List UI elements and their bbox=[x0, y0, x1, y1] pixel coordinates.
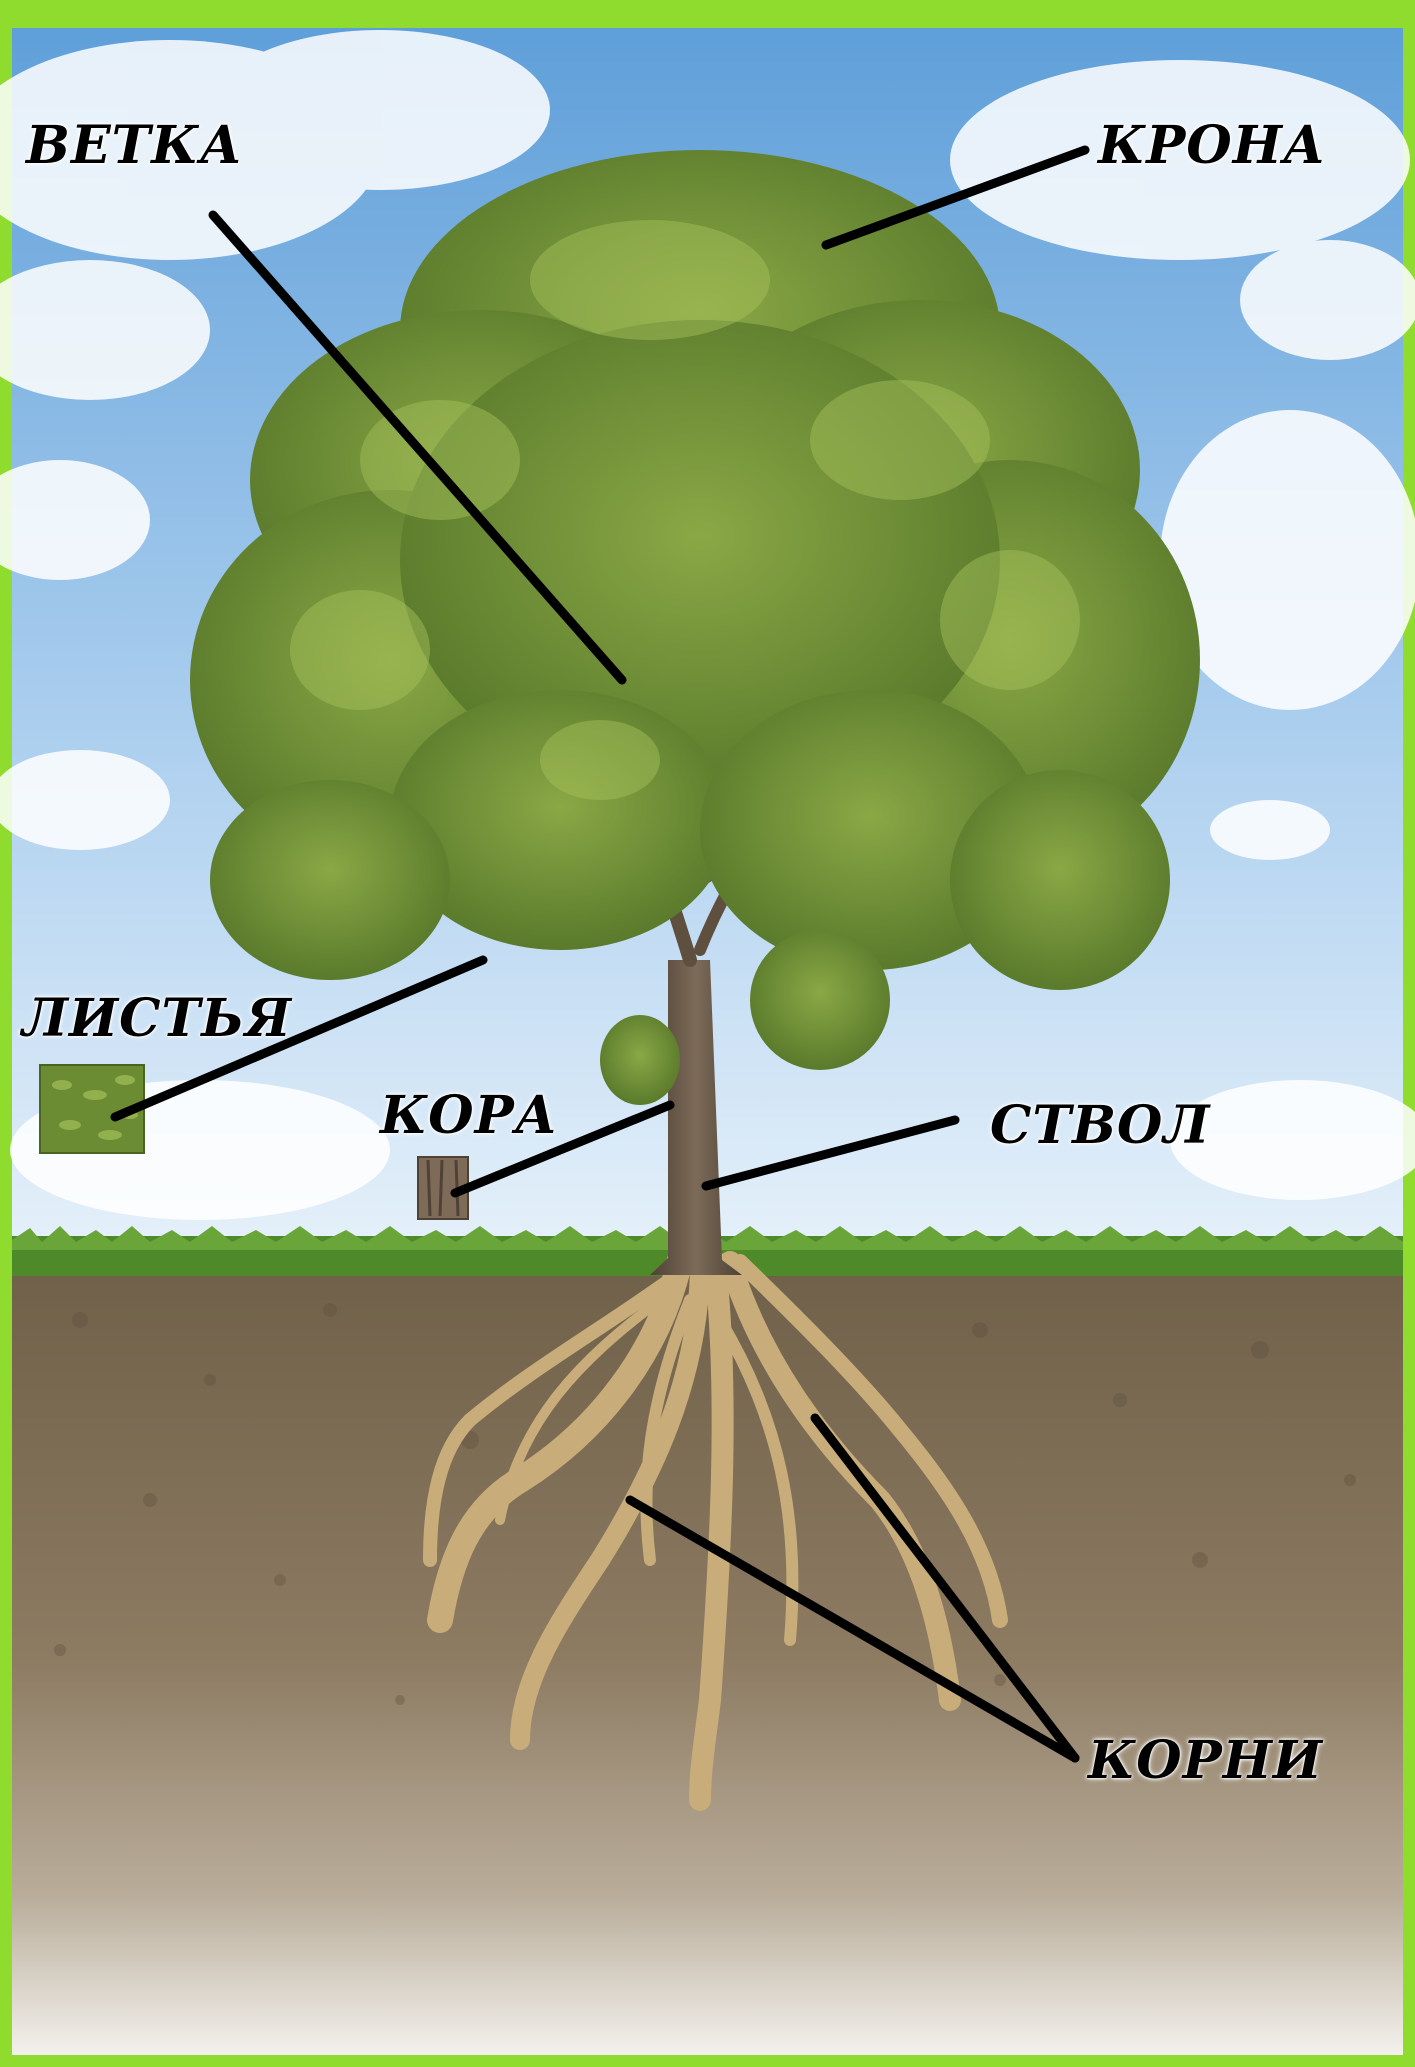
crown-label: КРОНА bbox=[1098, 120, 1326, 172]
roots-label: КОРНИ bbox=[1088, 1735, 1323, 1787]
trunk-label: СТВОЛ bbox=[990, 1100, 1210, 1152]
branch-label: ВЕТКА bbox=[26, 120, 243, 172]
leaves-label: ЛИСТЬЯ bbox=[22, 993, 292, 1045]
bark-label: КОРА bbox=[380, 1090, 558, 1142]
